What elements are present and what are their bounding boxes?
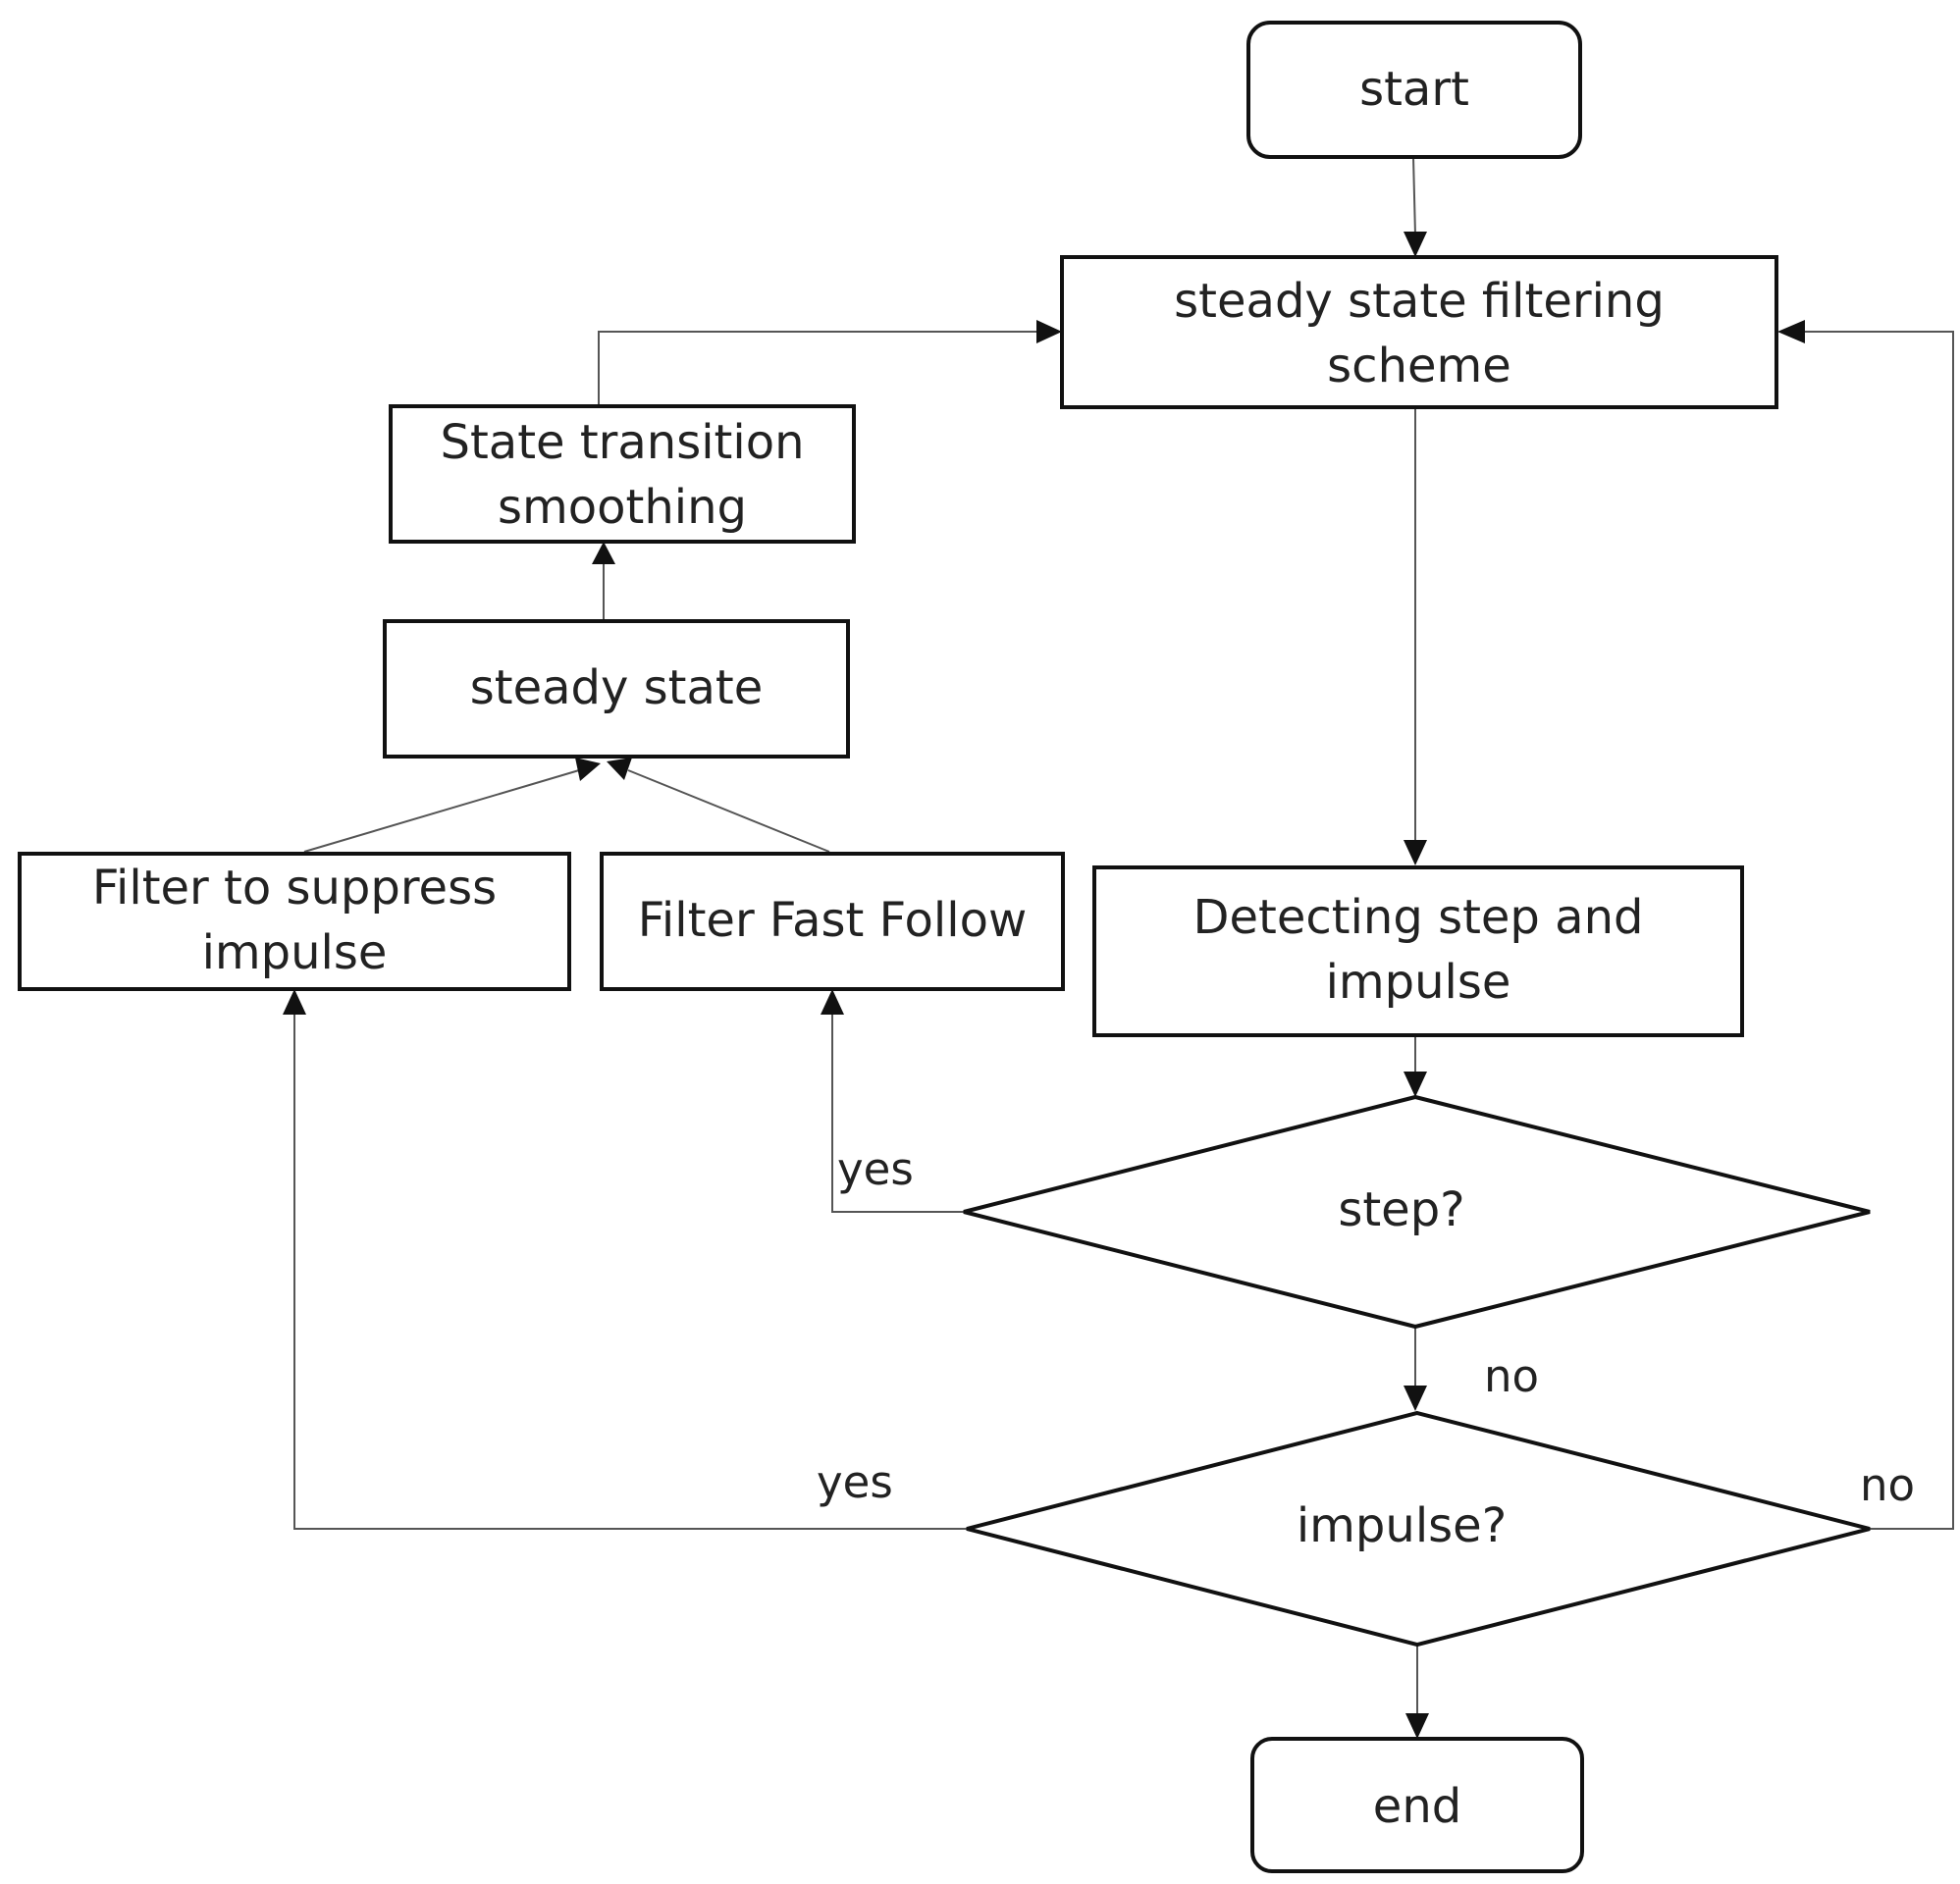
arrowhead-icon <box>1777 320 1805 343</box>
process-filter-suppress-impulse: Filter to suppress impulse <box>18 852 571 991</box>
terminal-end: end <box>1250 1737 1584 1873</box>
arrowhead-icon <box>283 989 306 1015</box>
terminal-start-label: start <box>1359 62 1469 117</box>
arrowhead-icon <box>1404 1072 1427 1097</box>
connector-fast-follow-to-steady <box>627 769 830 853</box>
decision-step: step? <box>963 1094 1871 1330</box>
connector-impulse-yes-to-suppress <box>293 1011 967 1530</box>
process-state-transition-smoothing: State transition smoothing <box>389 404 856 544</box>
arrowhead-icon <box>1404 1386 1427 1411</box>
arrowhead-icon <box>592 542 615 564</box>
edge-label-impulse-no: no <box>1860 1459 1915 1511</box>
connector-suppress-to-steady <box>303 769 580 853</box>
state-transition-label-line-1: State transition <box>441 415 805 470</box>
decision-impulse-label: impulse? <box>1297 1498 1507 1553</box>
arrowhead-icon <box>1036 320 1062 343</box>
connector-impulse-no-to-filtering <box>1801 331 1954 1530</box>
terminal-start: start <box>1246 21 1582 159</box>
connector-transition-to-filtering <box>598 331 1040 406</box>
edge-label-step-yes: yes <box>837 1143 914 1195</box>
edge-label-impulse-yes: yes <box>817 1456 893 1508</box>
filtering-scheme-label-line-2: scheme <box>1327 339 1511 393</box>
arrowhead-icon <box>1404 232 1427 257</box>
decision-impulse: impulse? <box>966 1410 1871 1648</box>
arrowhead-icon <box>607 758 632 780</box>
connector-start-to-filtering <box>1412 156 1416 236</box>
detecting-label-line-2: impulse <box>1326 955 1511 1010</box>
edge-label-step-no: no <box>1484 1350 1539 1402</box>
terminal-end-label: end <box>1373 1779 1461 1834</box>
arrowhead-icon <box>1405 1713 1429 1739</box>
filtering-scheme-label-line-1: steady state filtering <box>1174 274 1665 329</box>
detecting-label-line-1: Detecting step and <box>1193 890 1644 945</box>
state-transition-label-line-2: smoothing <box>498 480 747 535</box>
arrowhead-icon <box>821 989 844 1015</box>
arrowhead-icon <box>575 758 601 781</box>
process-steady-state: steady state <box>383 619 850 759</box>
filter-suppress-label-line-1: Filter to suppress <box>92 861 497 916</box>
process-filter-fast-follow: Filter Fast Follow <box>600 852 1065 991</box>
process-steady-state-filtering-scheme: steady state filtering scheme <box>1060 255 1778 409</box>
steady-state-label: steady state <box>470 660 764 715</box>
arrowhead-icon <box>1404 840 1427 865</box>
filter-fast-follow-label: Filter Fast Follow <box>638 893 1027 948</box>
connector-step-yes-to-fast-follow <box>831 1011 964 1213</box>
process-detecting-step-impulse: Detecting step and impulse <box>1092 865 1744 1037</box>
filter-suppress-label-line-2: impulse <box>202 925 388 980</box>
decision-step-label: step? <box>1338 1182 1464 1237</box>
connectors <box>283 156 1954 1739</box>
